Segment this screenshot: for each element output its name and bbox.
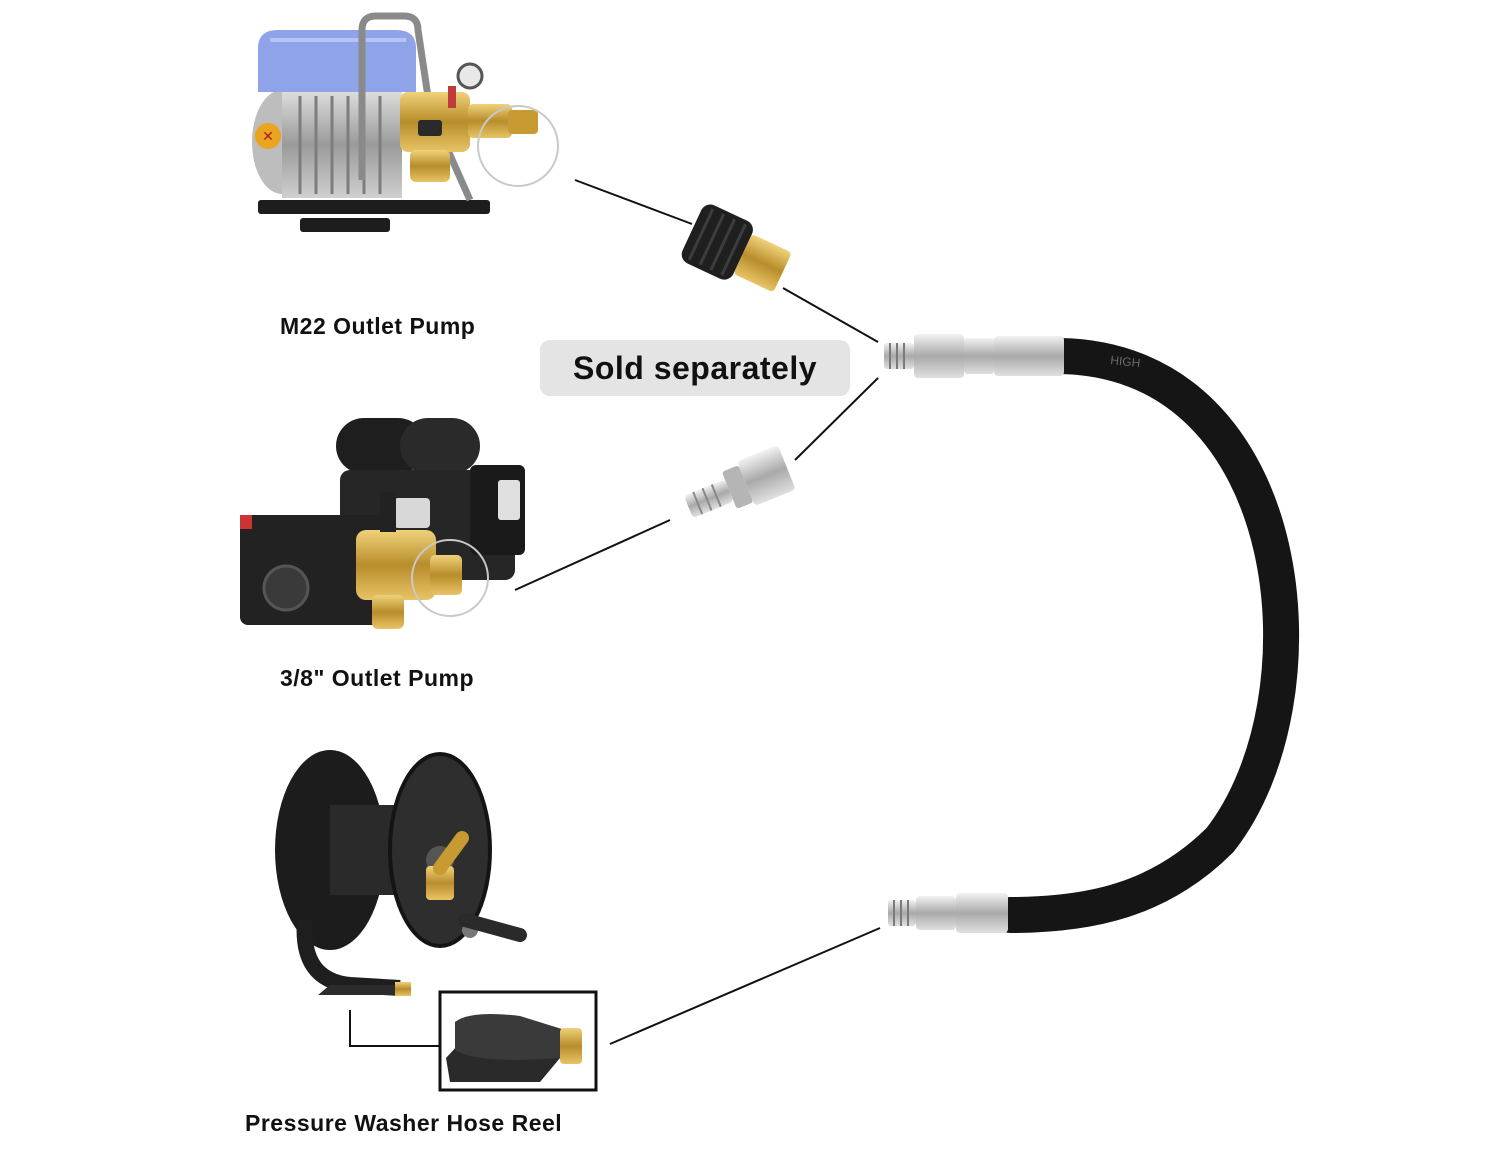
hose-assembly: HIGH xyxy=(884,334,1300,933)
m22-pump-label: M22 Outlet Pump xyxy=(280,313,476,339)
hose-bottom-fitting xyxy=(888,893,1008,933)
svg-text:HIGH: HIGH xyxy=(1110,353,1141,370)
m22-coupler-icon xyxy=(681,204,791,292)
m22-pump-image: ✕ xyxy=(252,12,559,232)
outlet-38-pump-image xyxy=(240,418,525,629)
hose-top-fitting xyxy=(884,334,1064,378)
hose xyxy=(992,338,1300,933)
outlet-38-pump-label: 3/8" Outlet Pump xyxy=(280,665,474,691)
sold-separately-badge: Sold separately xyxy=(540,340,850,396)
hose-reel-image xyxy=(275,750,527,1047)
connector-lines xyxy=(514,179,881,1045)
svg-text:✕: ✕ xyxy=(262,128,274,144)
hose-reel-label: Pressure Washer Hose Reel xyxy=(245,1110,563,1136)
quick-connect-plug-icon xyxy=(685,446,795,517)
hose-reel-zoom-inset xyxy=(438,990,598,1092)
